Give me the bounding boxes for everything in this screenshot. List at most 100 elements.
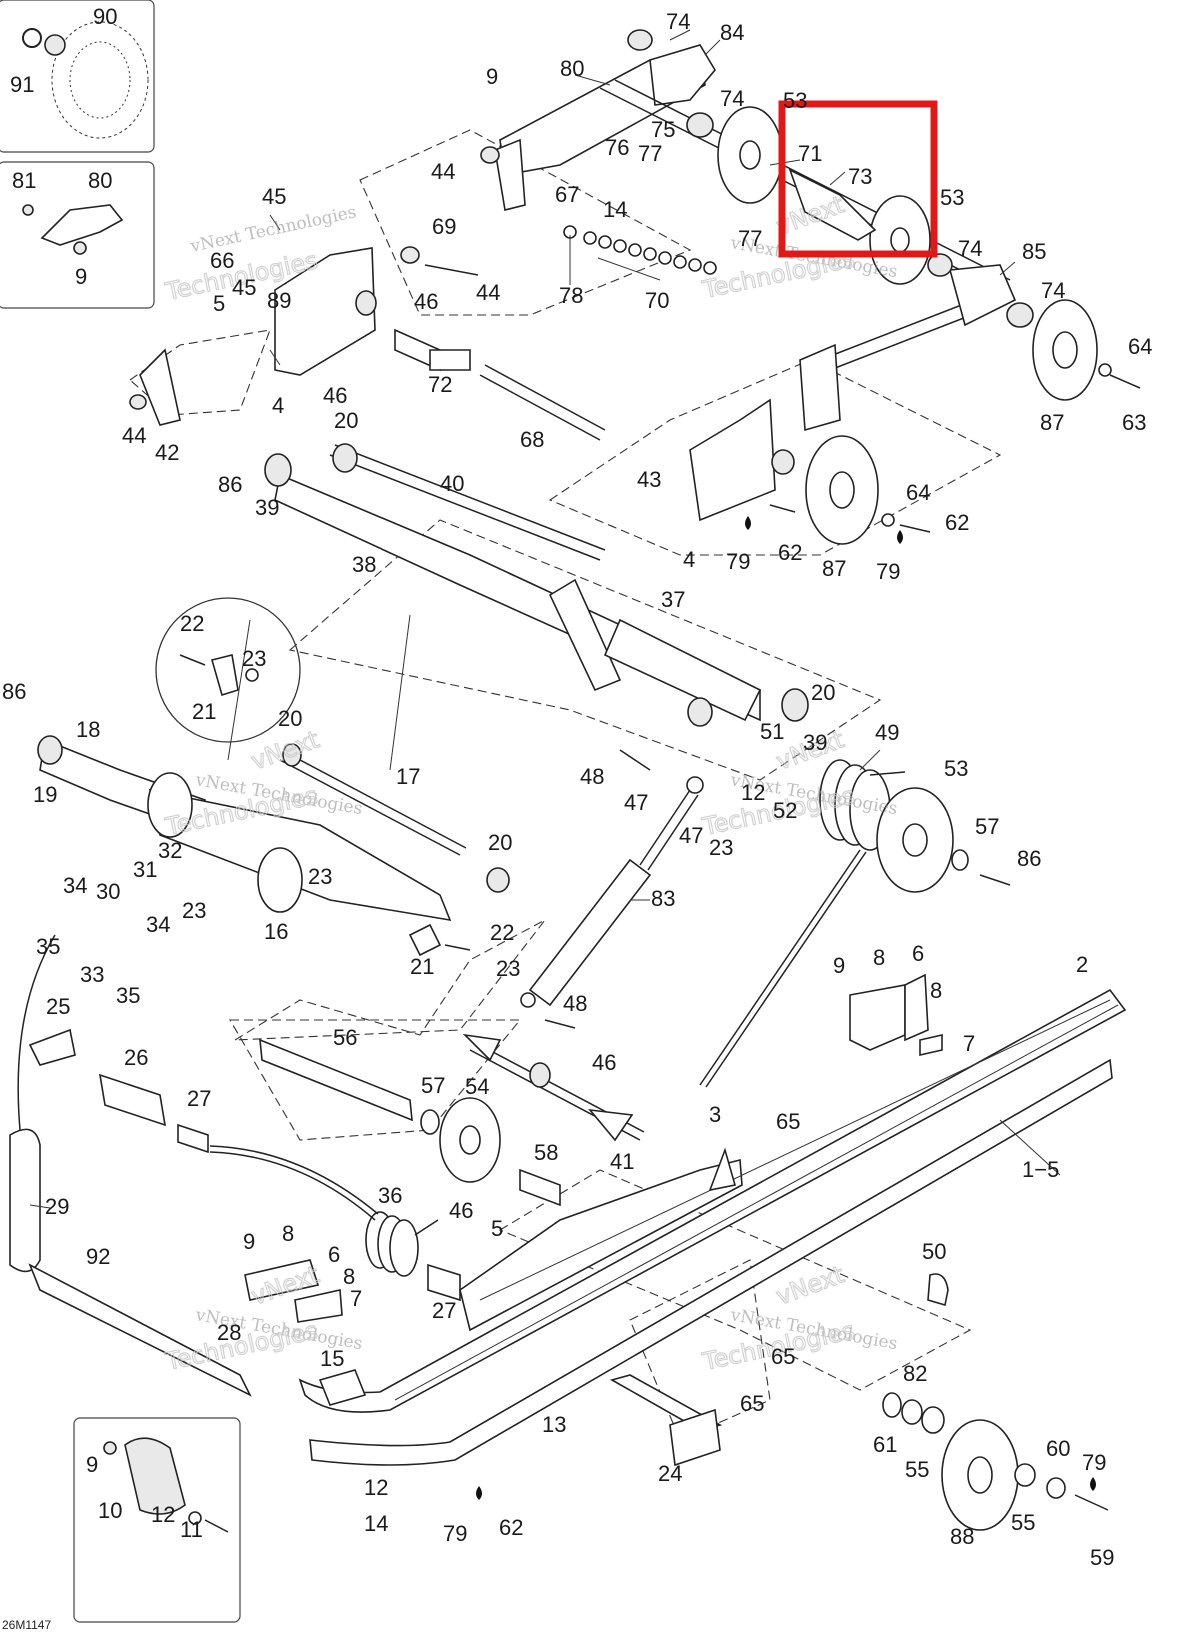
callout-73: 73 xyxy=(848,164,872,189)
callout-7: 7 xyxy=(963,1031,975,1056)
callout-30: 30 xyxy=(96,879,120,904)
highlight-box xyxy=(778,100,938,258)
callout-43: 43 xyxy=(637,467,661,492)
callout-50: 50 xyxy=(922,1239,946,1264)
front-brackets-left xyxy=(129,146,606,441)
callout-91: 91 xyxy=(10,72,34,97)
callout-69: 69 xyxy=(432,214,456,239)
callout-59: 59 xyxy=(1090,1545,1114,1570)
rear-arm-assembly xyxy=(494,29,1141,432)
callout-48: 48 xyxy=(563,991,587,1016)
callout-4: 4 xyxy=(272,393,284,418)
spacer-washers xyxy=(563,225,717,275)
callout-labels: 90 91 81 80 9 74 84 80 9 74 53 75 76 77 … xyxy=(2,4,1152,1570)
callout-92: 92 xyxy=(86,1244,110,1269)
callout-84: 84 xyxy=(720,20,744,45)
callout-81: 81 xyxy=(12,168,36,193)
rear-links xyxy=(9,934,252,1397)
callout-35: 35 xyxy=(36,934,60,959)
callout-62: 62 xyxy=(945,510,969,535)
callout-65: 65 xyxy=(776,1109,800,1134)
callout-62: 62 xyxy=(499,1515,523,1540)
callout-2: 2 xyxy=(1076,952,1088,977)
callout-9: 9 xyxy=(486,64,498,89)
callout-38: 38 xyxy=(352,552,376,577)
callout-74: 74 xyxy=(720,86,744,111)
callout-17: 17 xyxy=(396,764,420,789)
callout-11: 11 xyxy=(180,1517,203,1542)
callout-68: 68 xyxy=(520,427,544,452)
callout-76: 76 xyxy=(605,135,629,160)
watermark: vNext Technologies Technologies vNext Te… xyxy=(162,190,899,1377)
callout-44: 44 xyxy=(476,280,500,305)
callout-4: 4 xyxy=(683,547,695,572)
callout-34: 34 xyxy=(63,873,87,898)
callout-16: 16 xyxy=(264,919,288,944)
callout-28: 28 xyxy=(217,1320,241,1345)
callout-80: 80 xyxy=(560,56,584,81)
callout-34: 34 xyxy=(146,912,170,937)
callout-62: 62 xyxy=(778,540,802,565)
callout-25: 25 xyxy=(46,994,70,1019)
callout-9: 9 xyxy=(243,1229,255,1254)
callout-22: 22 xyxy=(180,611,204,636)
callout-87: 87 xyxy=(1040,410,1064,435)
callout-87: 87 xyxy=(822,556,846,581)
callout-65: 65 xyxy=(771,1344,795,1369)
callout-5: 5 xyxy=(491,1216,503,1241)
callout-12: 12 xyxy=(741,780,765,805)
front-arm-assembly xyxy=(264,443,809,727)
callout-23: 23 xyxy=(496,956,520,981)
callout-53: 53 xyxy=(783,88,807,113)
callout-29: 29 xyxy=(45,1194,69,1219)
callout-79: 79 xyxy=(876,559,900,584)
callout-82: 82 xyxy=(903,1361,927,1386)
callout-57: 57 xyxy=(975,814,999,839)
callout-35: 35 xyxy=(116,983,140,1008)
callout-65: 65 xyxy=(740,1391,764,1416)
callout-8: 8 xyxy=(873,945,885,970)
lower-shafts xyxy=(98,1033,645,1302)
callout-10: 10 xyxy=(98,1498,122,1523)
callout-20: 20 xyxy=(278,706,302,731)
inset-brake-disc xyxy=(0,0,155,153)
callout-41: 41 xyxy=(610,1149,634,1174)
callout-74: 74 xyxy=(958,236,982,261)
callout-56: 56 xyxy=(333,1025,357,1050)
callout-86: 86 xyxy=(218,472,242,497)
callout-40: 40 xyxy=(440,471,464,496)
leader-lines xyxy=(29,29,1061,1209)
slide-rails xyxy=(298,988,1127,1467)
callout-83: 83 xyxy=(651,886,675,911)
callout-8: 8 xyxy=(282,1221,294,1246)
callout-77: 77 xyxy=(638,141,662,166)
callout-89: 89 xyxy=(267,288,291,313)
callout-80: 80 xyxy=(88,168,112,193)
callout-52: 52 xyxy=(773,798,797,823)
callout-6: 6 xyxy=(912,941,924,966)
callout-46: 46 xyxy=(323,383,347,408)
callout-9: 9 xyxy=(75,264,87,289)
callout-44: 44 xyxy=(122,423,146,448)
callout-12: 12 xyxy=(364,1475,388,1500)
callout-6: 6 xyxy=(328,1242,340,1267)
callout-23: 23 xyxy=(242,646,266,671)
callout-88: 88 xyxy=(950,1524,974,1549)
callout-8: 8 xyxy=(930,978,942,1003)
rear-idler-wheel xyxy=(882,1392,1109,1531)
callout-20: 20 xyxy=(488,830,512,855)
callout-23: 23 xyxy=(308,864,332,889)
callout-66: 66 xyxy=(210,248,234,273)
callout-45: 45 xyxy=(262,184,286,209)
torsion-spring-right xyxy=(699,759,1011,1088)
callout-8: 8 xyxy=(343,1264,355,1289)
callout-46: 46 xyxy=(592,1050,616,1075)
callout-12: 12 xyxy=(151,1502,175,1527)
callout-23: 23 xyxy=(182,898,206,923)
callout-60: 60 xyxy=(1046,1436,1070,1461)
lubricant-drop-icon xyxy=(476,516,1096,1500)
callout-24: 24 xyxy=(658,1461,682,1486)
callout-15: 15 xyxy=(320,1346,344,1371)
callout-27: 27 xyxy=(432,1298,456,1323)
